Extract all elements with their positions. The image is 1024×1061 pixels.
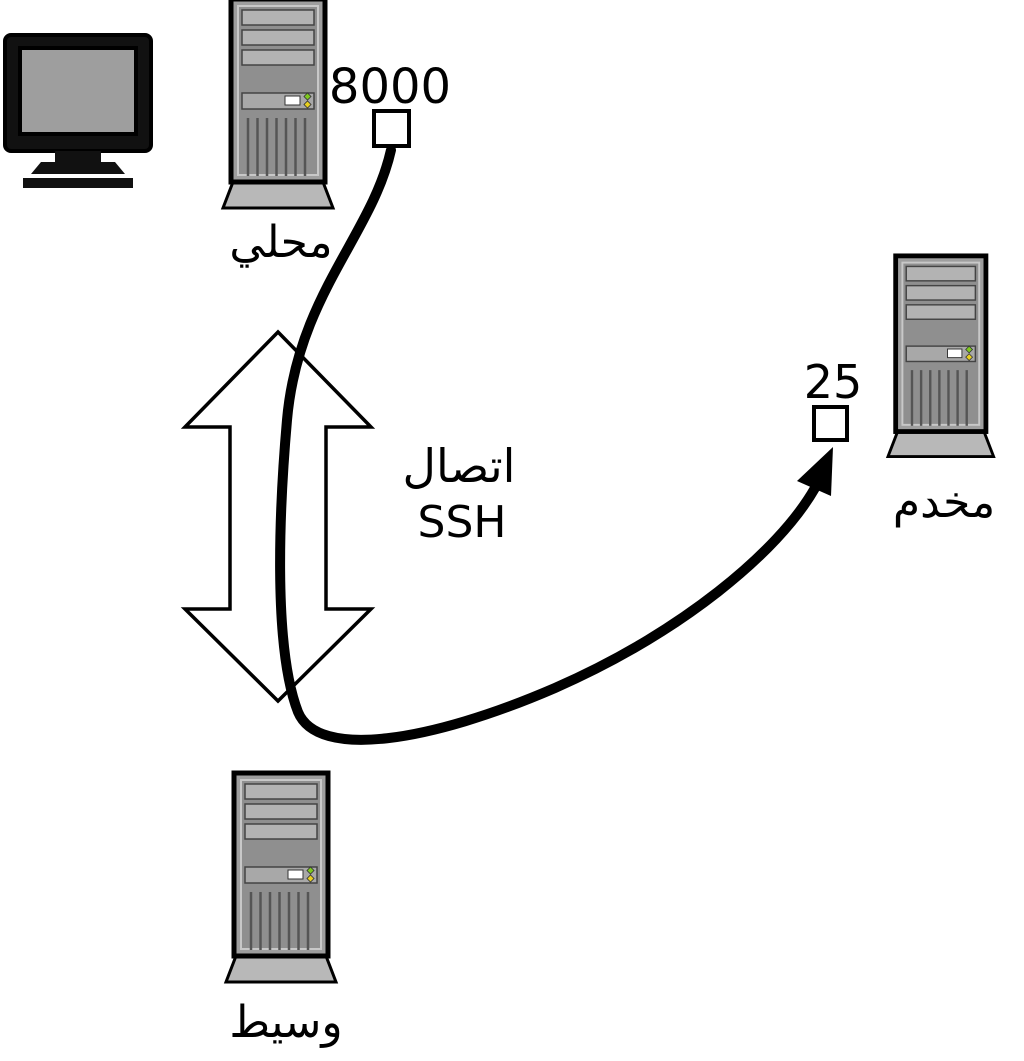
port-25-box: [812, 405, 849, 442]
server-computer-tower: [888, 256, 994, 457]
port-8000-box: [372, 109, 411, 148]
local-port-label: 8000: [329, 59, 451, 115]
server-port-label: 25: [804, 355, 863, 409]
connection-label-line1: اتصال: [403, 439, 516, 493]
proxy-node-label: وسيط: [229, 997, 342, 1048]
connection-label-line2: SSH: [418, 497, 507, 548]
cable-arrowhead-icon: [797, 447, 833, 496]
local-computer-tower: [223, 0, 333, 208]
proxy-computer-tower: [226, 773, 336, 982]
monitor-icon: [3, 33, 153, 190]
tunnel-cable: [275, 145, 820, 745]
server-node-label: مخدم: [893, 477, 995, 528]
local-node-label: محلي: [229, 217, 332, 268]
